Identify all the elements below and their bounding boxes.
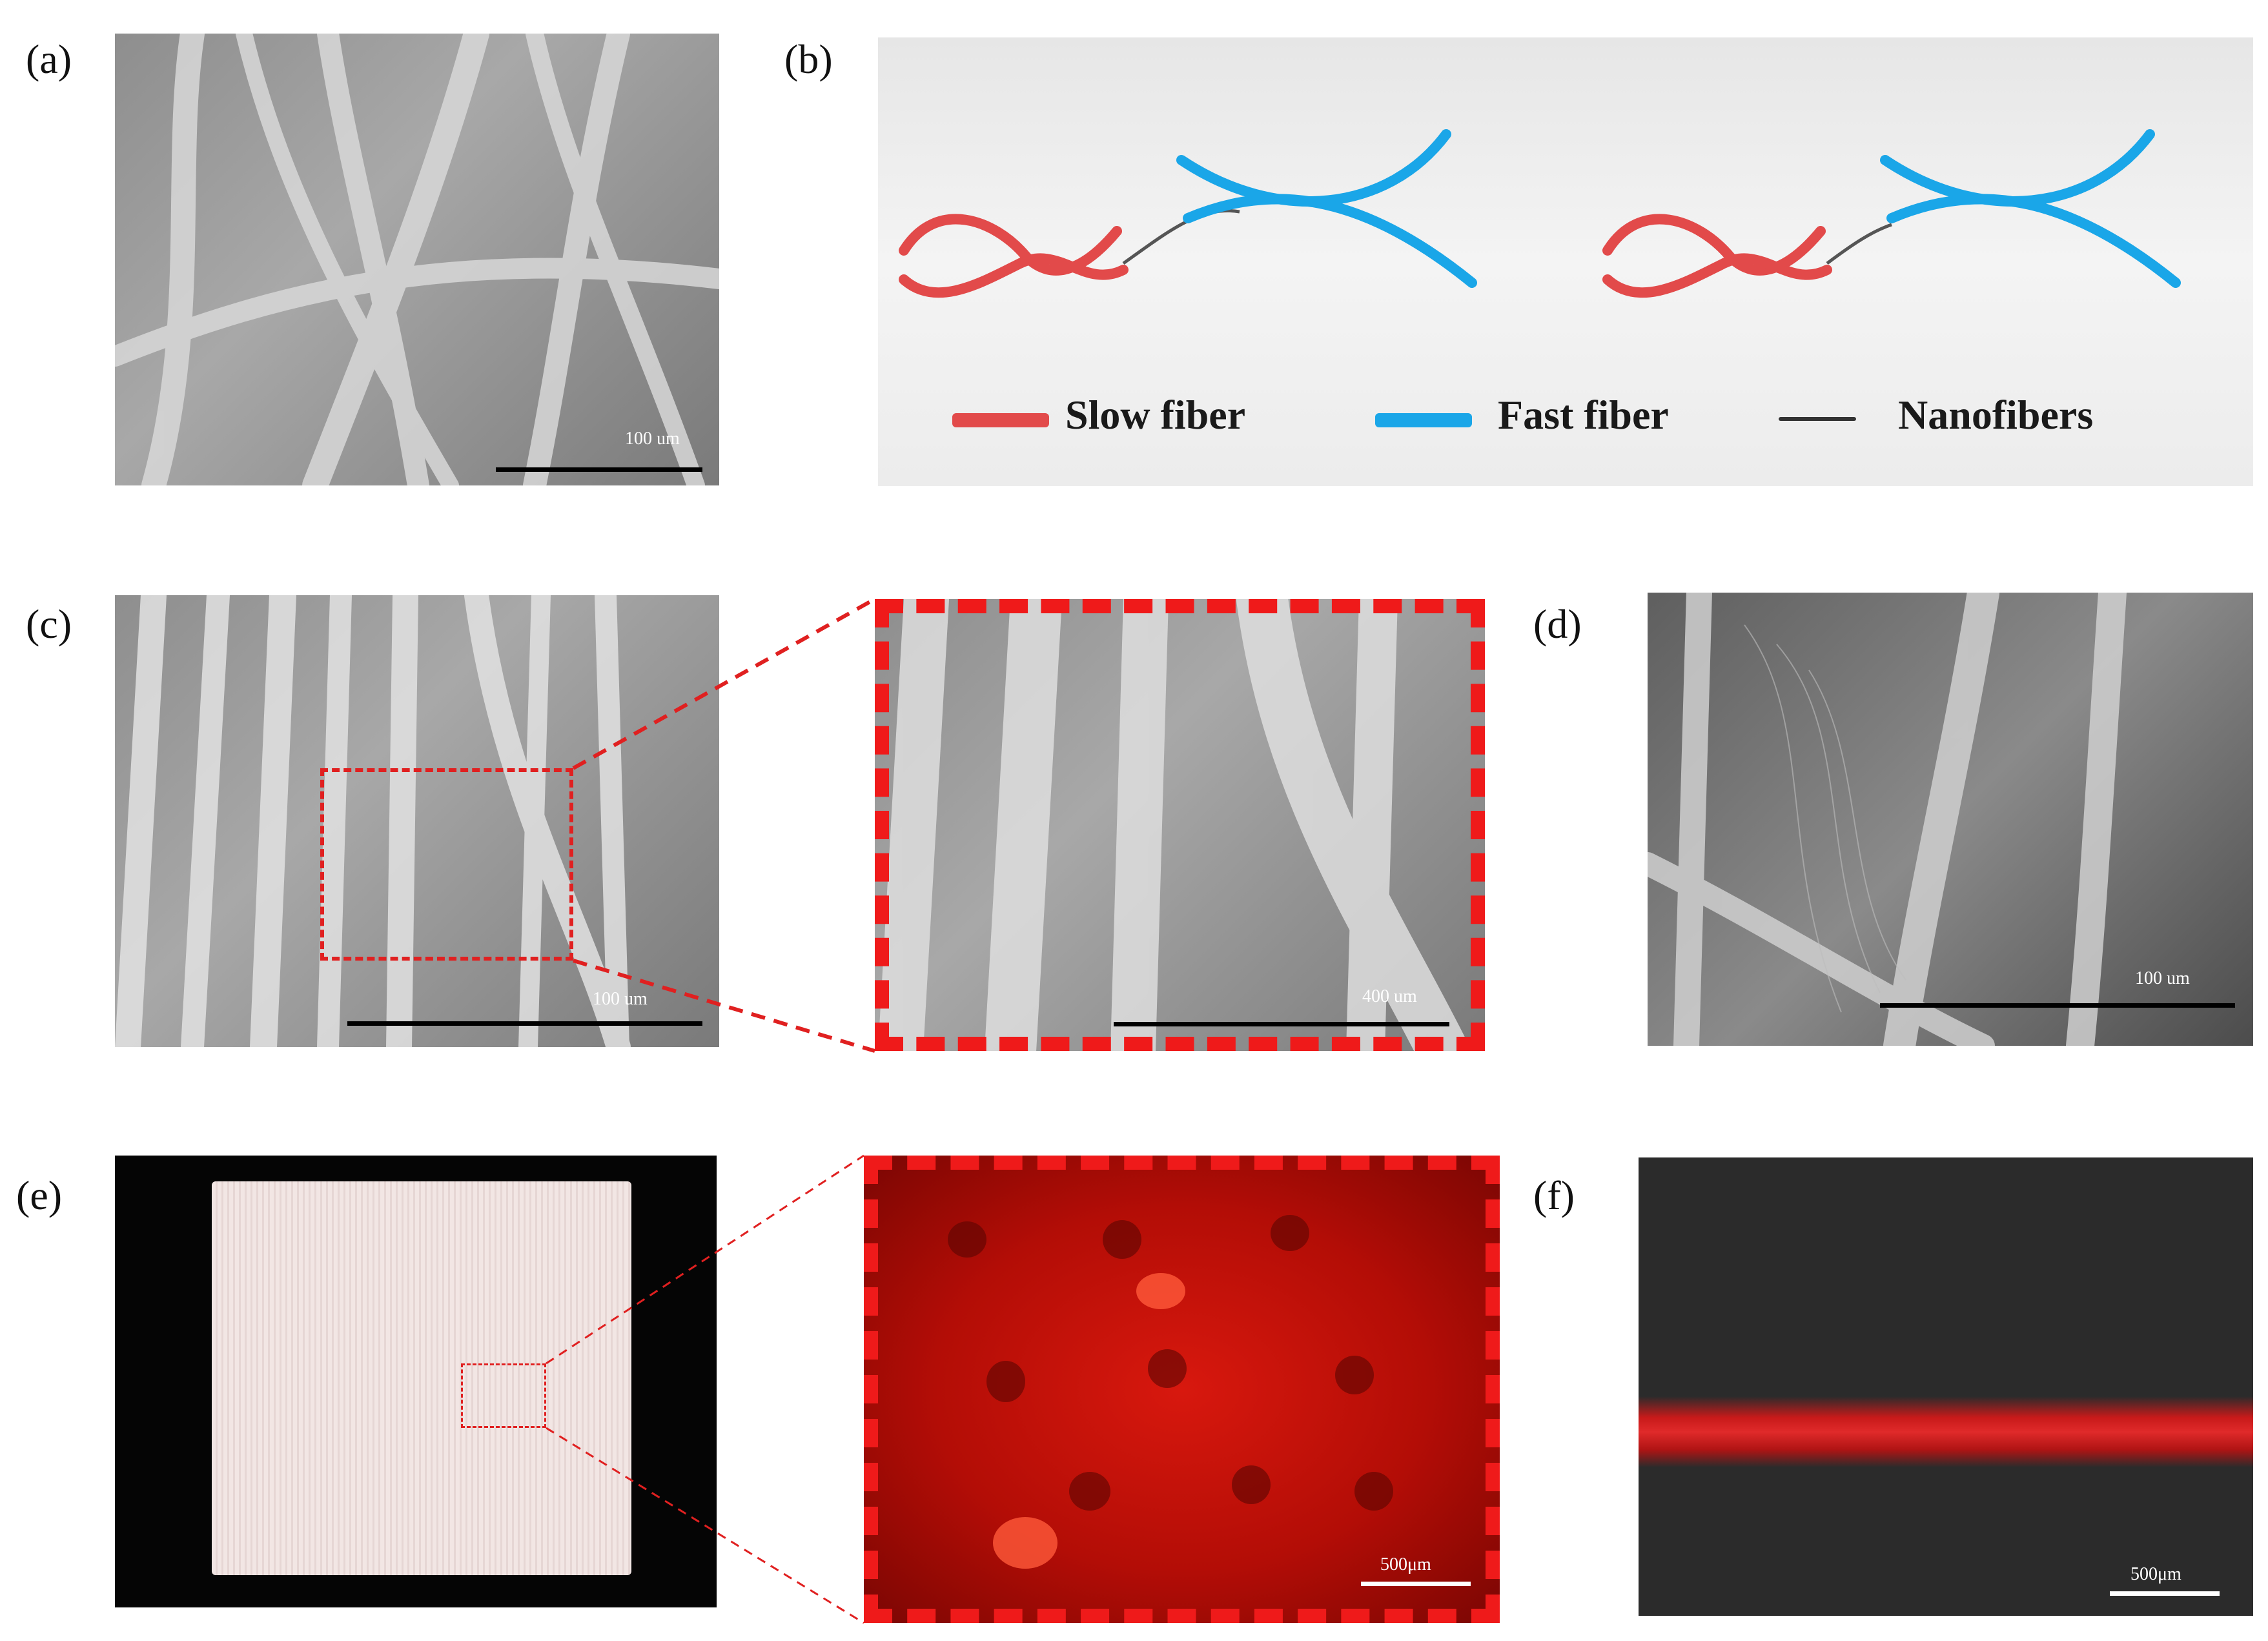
legend-swatch-nano [1779,417,1856,421]
fluorescence-image-e: 500μm [864,1156,1500,1623]
sem-image-c-zoom: 400 um [875,599,1485,1051]
scale-label-a: 100 um [625,429,680,449]
panel-label-f: (f) [1533,1172,1575,1218]
panel-label-e: (e) [16,1172,63,1218]
panel-label-b: (b) [784,36,833,82]
scale-bar-c-right [1114,1022,1449,1026]
scale-bar-a [496,467,702,472]
sem-image-d: 100 um [1648,593,2253,1046]
fabric-sample [212,1181,631,1575]
panel-label-c: (c) [26,601,72,647]
panel-label-d: (d) [1533,601,1582,647]
fluorescence-image-f: 500μm [1639,1157,2253,1616]
fiber-texture-a [115,34,719,485]
scale-label-c-left: 100 um [593,989,648,1009]
panel-label-a: (a) [26,36,72,82]
fiber-texture-c-zoom [878,599,1469,1051]
legend-swatch-fast [1375,413,1472,427]
zoom-region-e [461,1363,546,1428]
scale-label-e-right: 500μm [1380,1554,1431,1575]
scale-label-d: 100 um [2135,968,2190,988]
fiber-schematic [899,129,2181,298]
fluorescent-yarn [1639,1396,2253,1467]
schematic-b: Slow fiber Fast fiber Nanofibers [878,37,2253,486]
legend-fast-fiber: Fast fiber [1498,392,1669,438]
zoom-region-c [320,768,573,961]
legend-nanofibers: Nanofibers [1898,392,2094,438]
fiber-texture-d [1648,593,2127,1046]
legend-swatch-slow [952,413,1049,427]
photo-fabric-e [115,1156,717,1607]
fluorescence-texture-e [948,1215,1393,1569]
sem-image-c-left: 100 um [115,595,719,1047]
zoom-frame-c [875,599,1485,1051]
fiber-texture-c-left [115,595,631,1047]
scale-bar-e-right [1361,1582,1471,1586]
legend-slow-fiber: Slow fiber [1065,392,1246,438]
scale-label-f: 500μm [2130,1564,2181,1584]
zoom-frame-e [864,1156,1500,1623]
sem-image-a: 100 um [115,34,719,485]
scale-bar-f [2110,1591,2220,1596]
scale-bar-c-left [347,1021,702,1026]
scale-bar-d [1880,1003,2235,1008]
scale-label-c-right: 400 um [1362,986,1417,1006]
